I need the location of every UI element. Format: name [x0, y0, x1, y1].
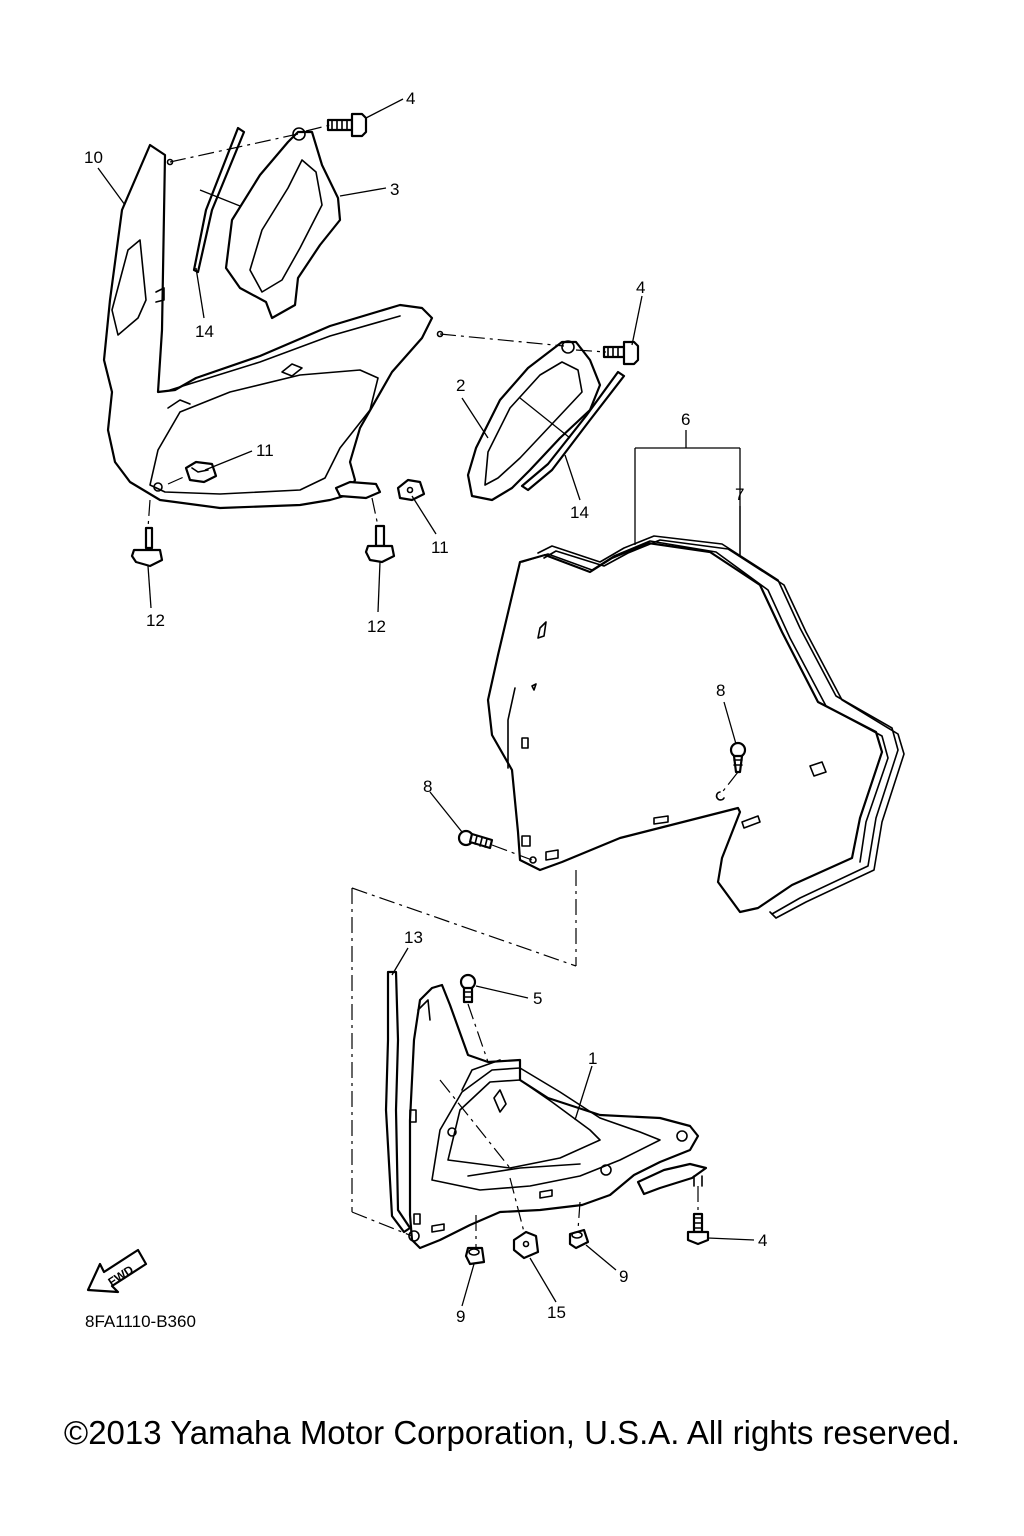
assembly-lines: [147, 124, 739, 1248]
inner-panel-part-3: [224, 127, 342, 320]
callout-14-upper: 14: [195, 322, 214, 341]
screw-part-8-left: [457, 829, 537, 864]
bolt-part-4-top: [326, 112, 368, 138]
seal-strip-part-14-lower: [520, 370, 626, 492]
callout-4-lower: 4: [758, 1231, 767, 1250]
diagram-code: 8FA1110-B360: [85, 1312, 196, 1331]
seal-strip-part-13: [384, 970, 412, 1234]
screw-part-8-right: [715, 741, 747, 801]
callout-12-left: 12: [146, 611, 165, 630]
nut-part-11-center: [334, 480, 382, 500]
leader-lines: [97, 98, 755, 1307]
callout-4-top: 4: [406, 89, 415, 108]
callout-2: 2: [456, 376, 465, 395]
callout-7: 7: [735, 485, 744, 504]
callout-11-left: 11: [256, 441, 274, 460]
callout-14-lower: 14: [570, 503, 589, 522]
callout-9-left: 9: [456, 1307, 465, 1326]
callout-12-right: 12: [367, 617, 386, 636]
forward-arrow-icon: FWD: [86, 1248, 148, 1294]
callout-labels: 4 10 3 14 4 2 14 6 7 11 11 12 12 8 8 13 …: [84, 89, 767, 1326]
nut-part-11-left: [184, 460, 218, 484]
callout-1: 1: [588, 1049, 597, 1068]
callout-3: 3: [390, 180, 399, 199]
windshield-trim-part-7: [537, 535, 905, 919]
callout-4-right: 4: [636, 278, 645, 297]
callout-13: 13: [404, 928, 423, 947]
seal-strip-part-14-upper: [192, 126, 246, 274]
callout-6: 6: [681, 410, 690, 429]
callout-9-right: 9: [619, 1267, 628, 1286]
collar-part-9-right: [568, 1228, 590, 1250]
screw-part-5: [459, 973, 477, 1004]
windshield-part-6: [486, 540, 889, 914]
inner-panel-part-1: [408, 983, 708, 1250]
callout-15: 15: [547, 1303, 566, 1322]
collar-part-9-left: [464, 1246, 486, 1266]
screw-part-12-right: [364, 524, 396, 564]
callout-11-right: 11: [431, 538, 449, 557]
callout-8-left: 8: [423, 777, 432, 796]
callout-10: 10: [84, 148, 103, 167]
screw-part-12-left: [130, 526, 164, 568]
copyright-notice: ©2013 Yamaha Motor Corporation, U.S.A. A…: [63, 1414, 961, 1451]
upper-cowling-part-10: [102, 143, 434, 510]
nut-part-15: [512, 1230, 540, 1260]
nut-part-11-right: [396, 478, 426, 502]
callout-5: 5: [533, 989, 542, 1008]
callout-8-right: 8: [716, 681, 725, 700]
inner-panel-part-2: [466, 340, 602, 502]
bolt-part-4-right: [602, 340, 640, 366]
bolt-part-4-lower: [686, 1175, 710, 1246]
